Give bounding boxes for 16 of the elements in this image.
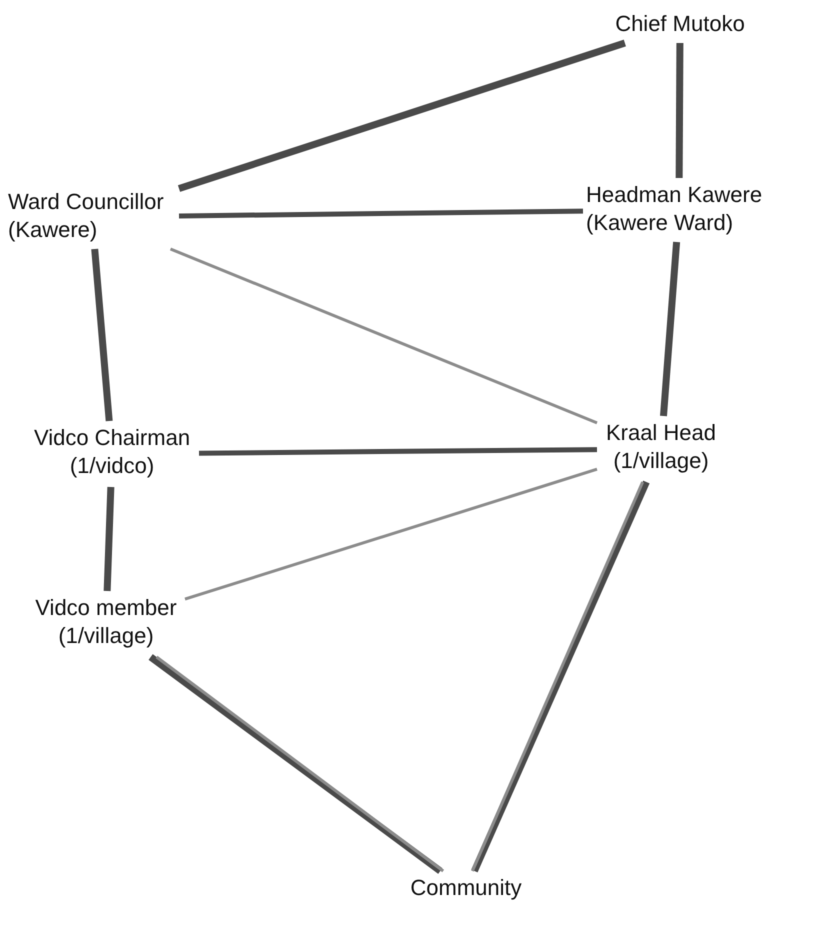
- connector-line: [91, 248, 113, 422]
- connector-line: [170, 248, 598, 424]
- node-label: Vidco member (1/village): [34, 594, 178, 650]
- connector-line: [178, 208, 584, 218]
- connector-line: [676, 42, 684, 178]
- node-label: Chief Mutoko: [614, 10, 746, 38]
- connector-line: [660, 242, 680, 416]
- connector-line: [178, 40, 626, 192]
- connector-line: [104, 486, 114, 592]
- connector-line: [198, 447, 598, 456]
- node-label: Ward Councillor (Kawere): [8, 188, 165, 244]
- connector-line: [184, 468, 598, 601]
- node-label: Community: [409, 874, 523, 902]
- node-label: Kraal Head (1/village): [604, 419, 718, 475]
- node-label: Vidco Chairman (1/vidco): [32, 424, 192, 480]
- node-label: Headman Kawere (Kawere Ward): [586, 181, 764, 237]
